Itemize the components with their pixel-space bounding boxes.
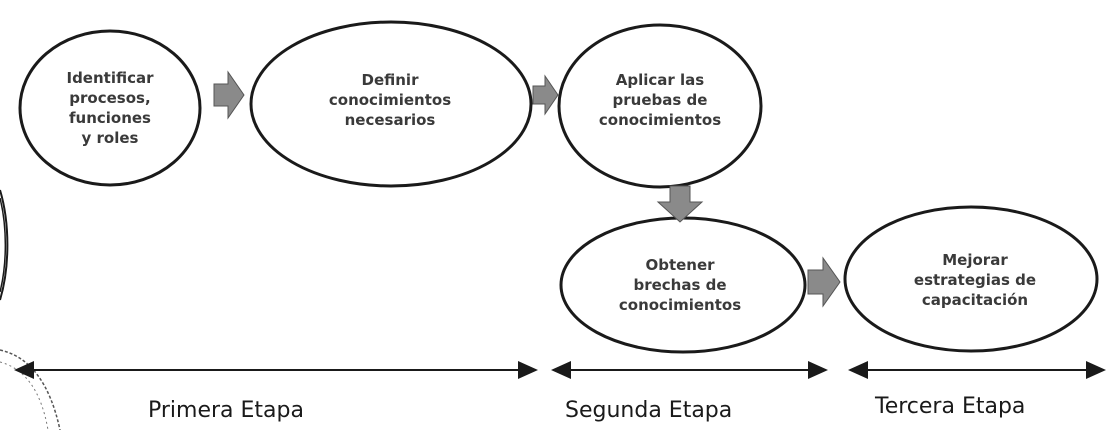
timeline-tercera <box>848 361 1106 379</box>
flow-arrow-1 <box>213 70 245 120</box>
node-aplicar-ellipse <box>557 23 763 189</box>
node-obtener: Obtener brechas de conocimientos <box>600 242 760 328</box>
node-identificar: Identificar procesos, funciones y roles <box>40 48 180 168</box>
node-mejorar-ellipse <box>843 205 1099 353</box>
timeline-segunda <box>551 361 828 379</box>
stage-primera-label: Primera Etapa <box>148 398 304 423</box>
node-aplicar: Aplicar las pruebas de conocimientos <box>590 55 730 145</box>
stage-segunda-label: Segunda Etapa <box>565 398 733 423</box>
decorative-circle-bottom <box>0 349 61 430</box>
node-identificar-ellipse <box>18 29 202 187</box>
node-definir-ellipse <box>249 20 533 188</box>
flow-arrow-down <box>656 185 704 223</box>
node-obtener-label: Obtener brechas de conocimientos <box>618 256 742 314</box>
timeline-primera <box>14 361 538 379</box>
stage-tercera-label: Tercera Etapa <box>875 394 1026 419</box>
flow-arrow-3 <box>807 256 841 308</box>
node-definir-label: Definir conocimientos necesarios <box>328 71 452 129</box>
node-mejorar-label: Mejorar estrategias de capacitación <box>913 251 1037 309</box>
node-identificar-label: Identificar procesos, funciones y roles <box>66 69 154 147</box>
decorative-circle-top <box>0 189 9 301</box>
node-mejorar: Mejorar estrategias de capacitación <box>895 240 1055 320</box>
node-aplicar-label: Aplicar las pruebas de conocimientos <box>598 71 722 129</box>
flow-arrow-2 <box>532 74 559 116</box>
node-definir: Definir conocimientos necesarios <box>300 55 480 145</box>
